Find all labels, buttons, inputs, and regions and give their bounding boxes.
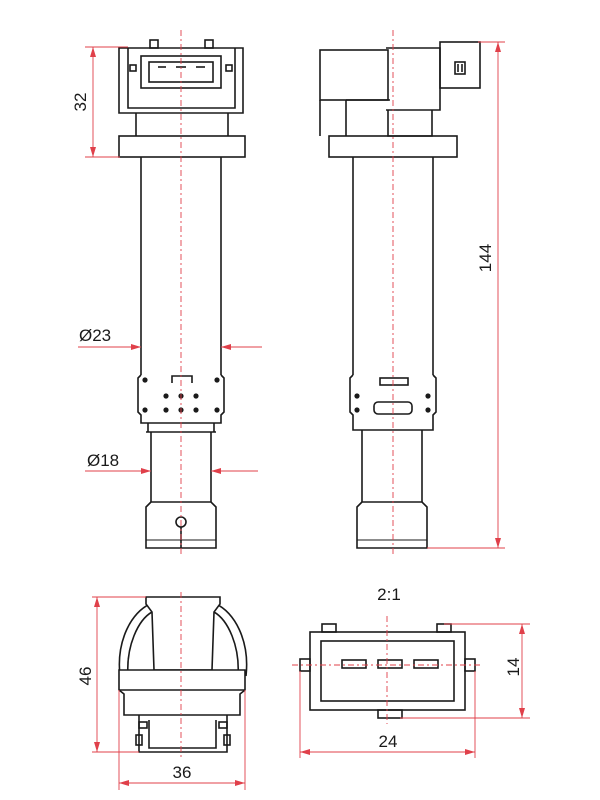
dim-label-diameter-18: Ø18 — [87, 451, 119, 470]
dim-label-24: 24 — [379, 732, 398, 751]
dim-label-32: 32 — [71, 93, 90, 112]
dim-label-46: 46 — [76, 667, 95, 686]
dim-label-36: 36 — [173, 763, 192, 782]
side-view — [319, 41, 481, 549]
center-lines — [180, 30, 482, 760]
end-view — [118, 596, 248, 753]
dimension-lines — [78, 41, 530, 790]
dim-label-14: 14 — [504, 658, 523, 677]
scale-label: 2:1 — [377, 585, 401, 604]
front-view — [118, 39, 246, 549]
dim-label-diameter-23: Ø23 — [79, 326, 111, 345]
front-view-dots — [142, 377, 220, 413]
connector-detail-view — [299, 623, 476, 719]
dimension-labels: 32 144 Ø23 Ø18 46 36 2:1 14 24 — [71, 93, 523, 782]
dim-label-144: 144 — [476, 244, 495, 272]
